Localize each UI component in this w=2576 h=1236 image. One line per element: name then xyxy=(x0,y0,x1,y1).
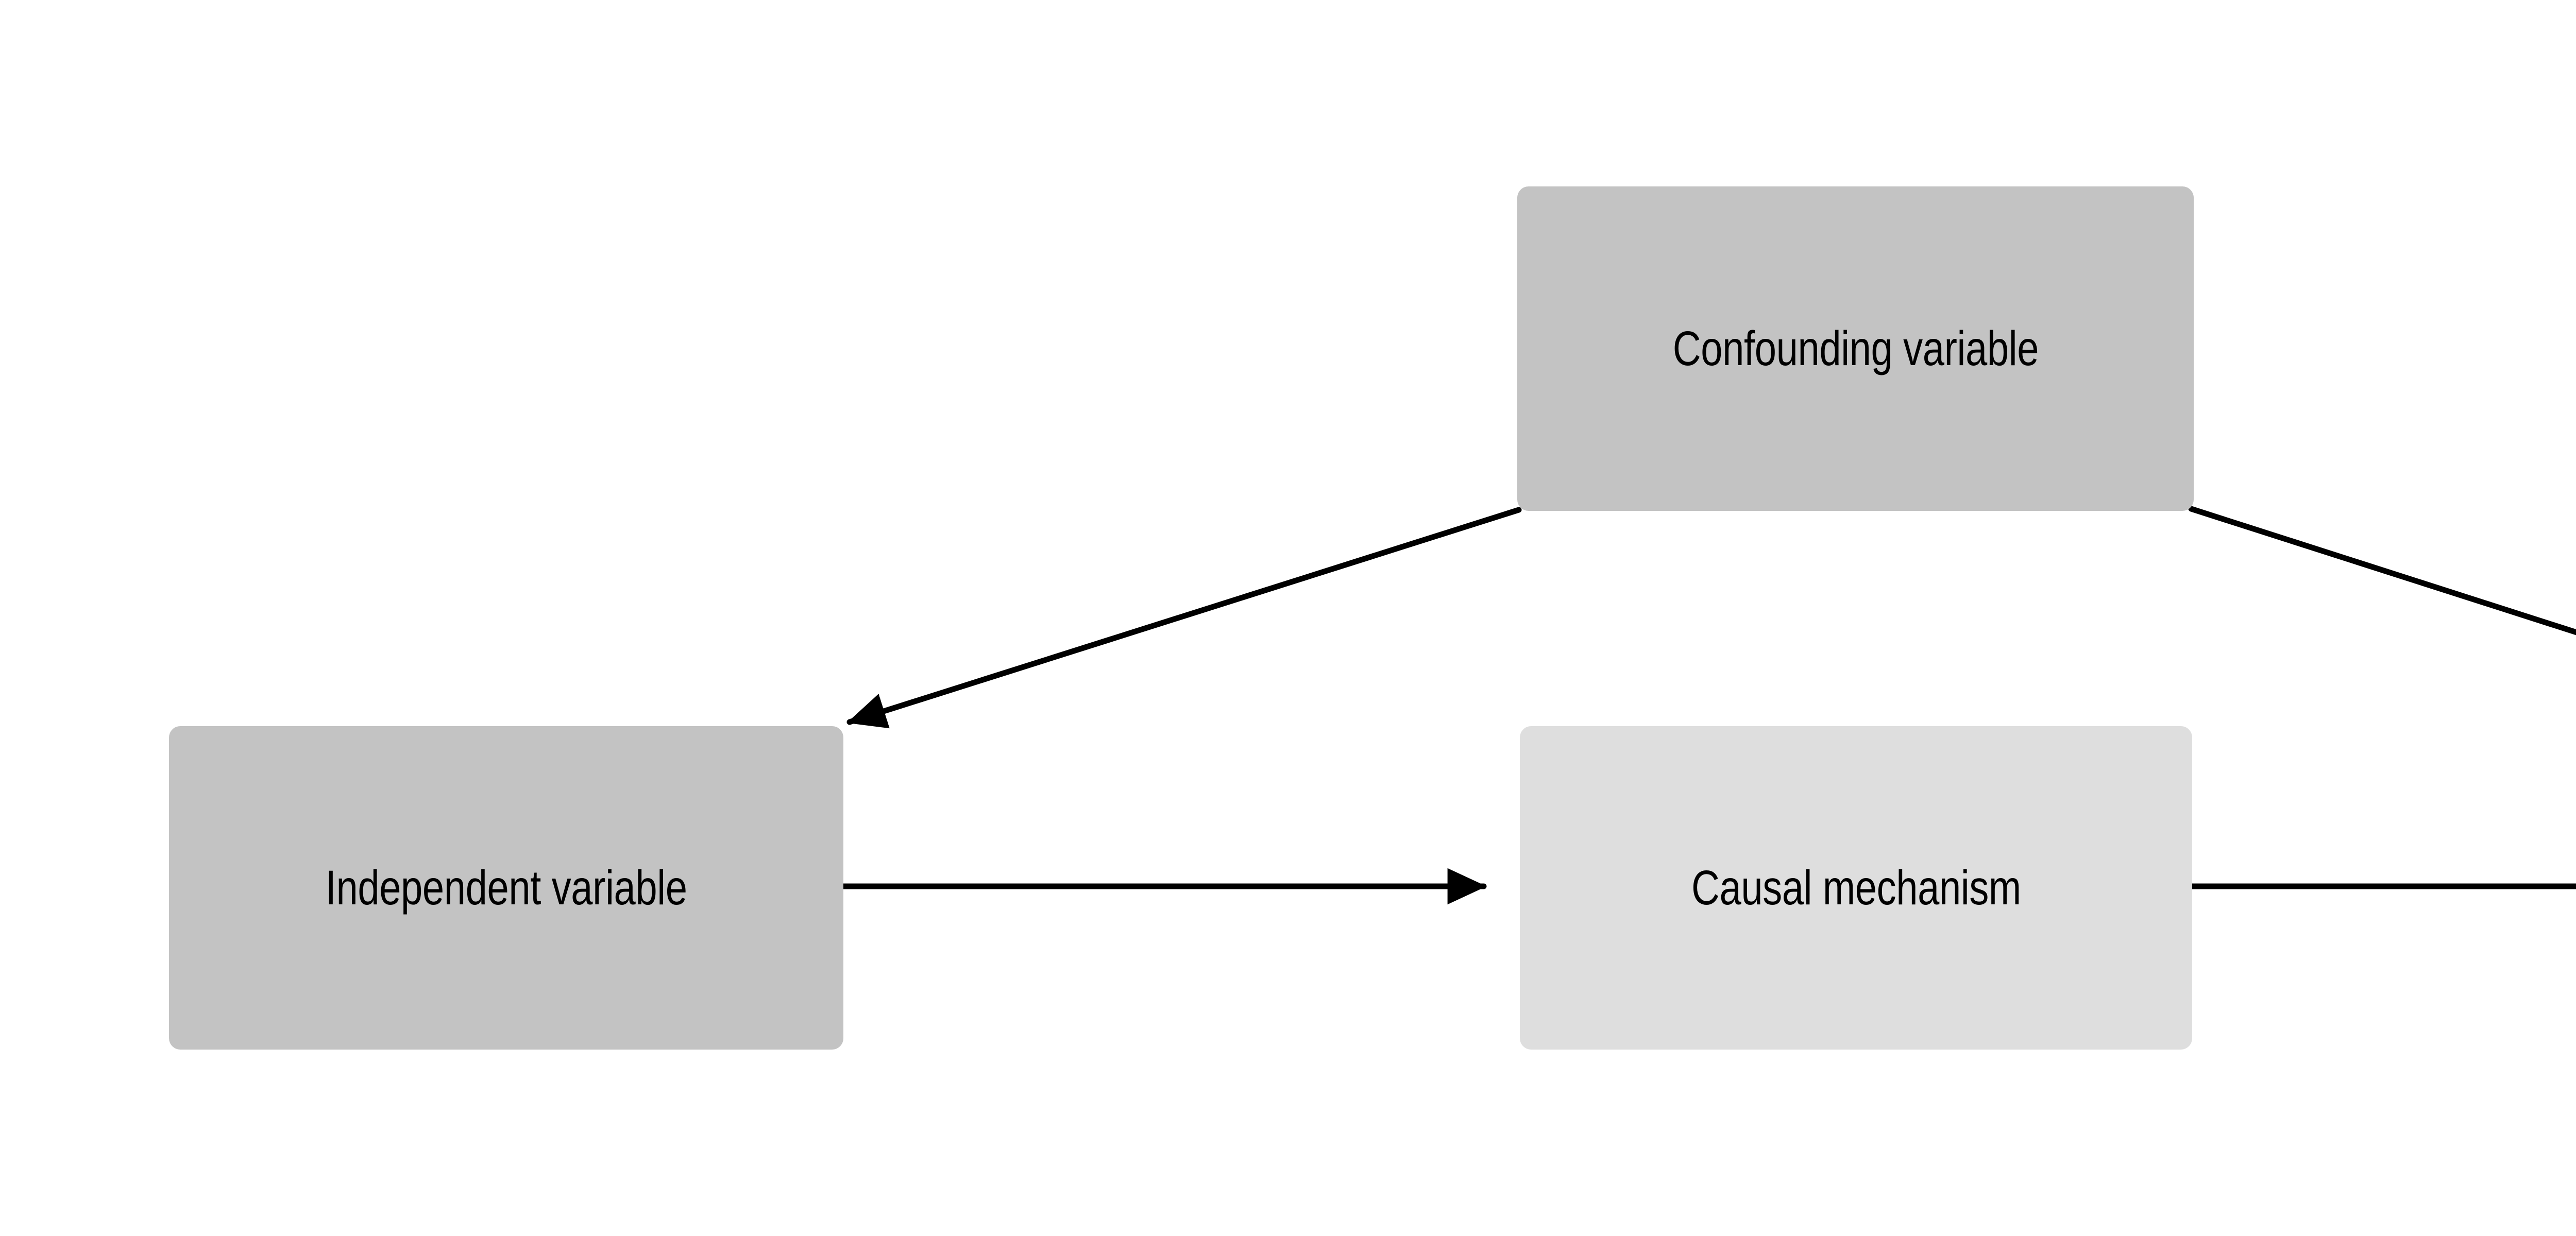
node-causal-mechanism[interactable]: Causal mechanism xyxy=(1520,726,2192,1050)
node-label: Independent variable xyxy=(325,860,687,915)
edge-confounding-to-dependent xyxy=(2188,506,2576,636)
node-independent-variable[interactable]: Independent variable xyxy=(169,726,843,1050)
edge-confounding-to-independent xyxy=(846,507,1522,729)
edge-line xyxy=(846,507,1522,729)
node-confounding-variable[interactable]: Confounding variable xyxy=(1517,186,2194,511)
edge-line xyxy=(2188,506,2576,636)
node-label: Causal mechanism xyxy=(1691,860,2021,915)
node-label: Confounding variable xyxy=(1672,321,2039,376)
